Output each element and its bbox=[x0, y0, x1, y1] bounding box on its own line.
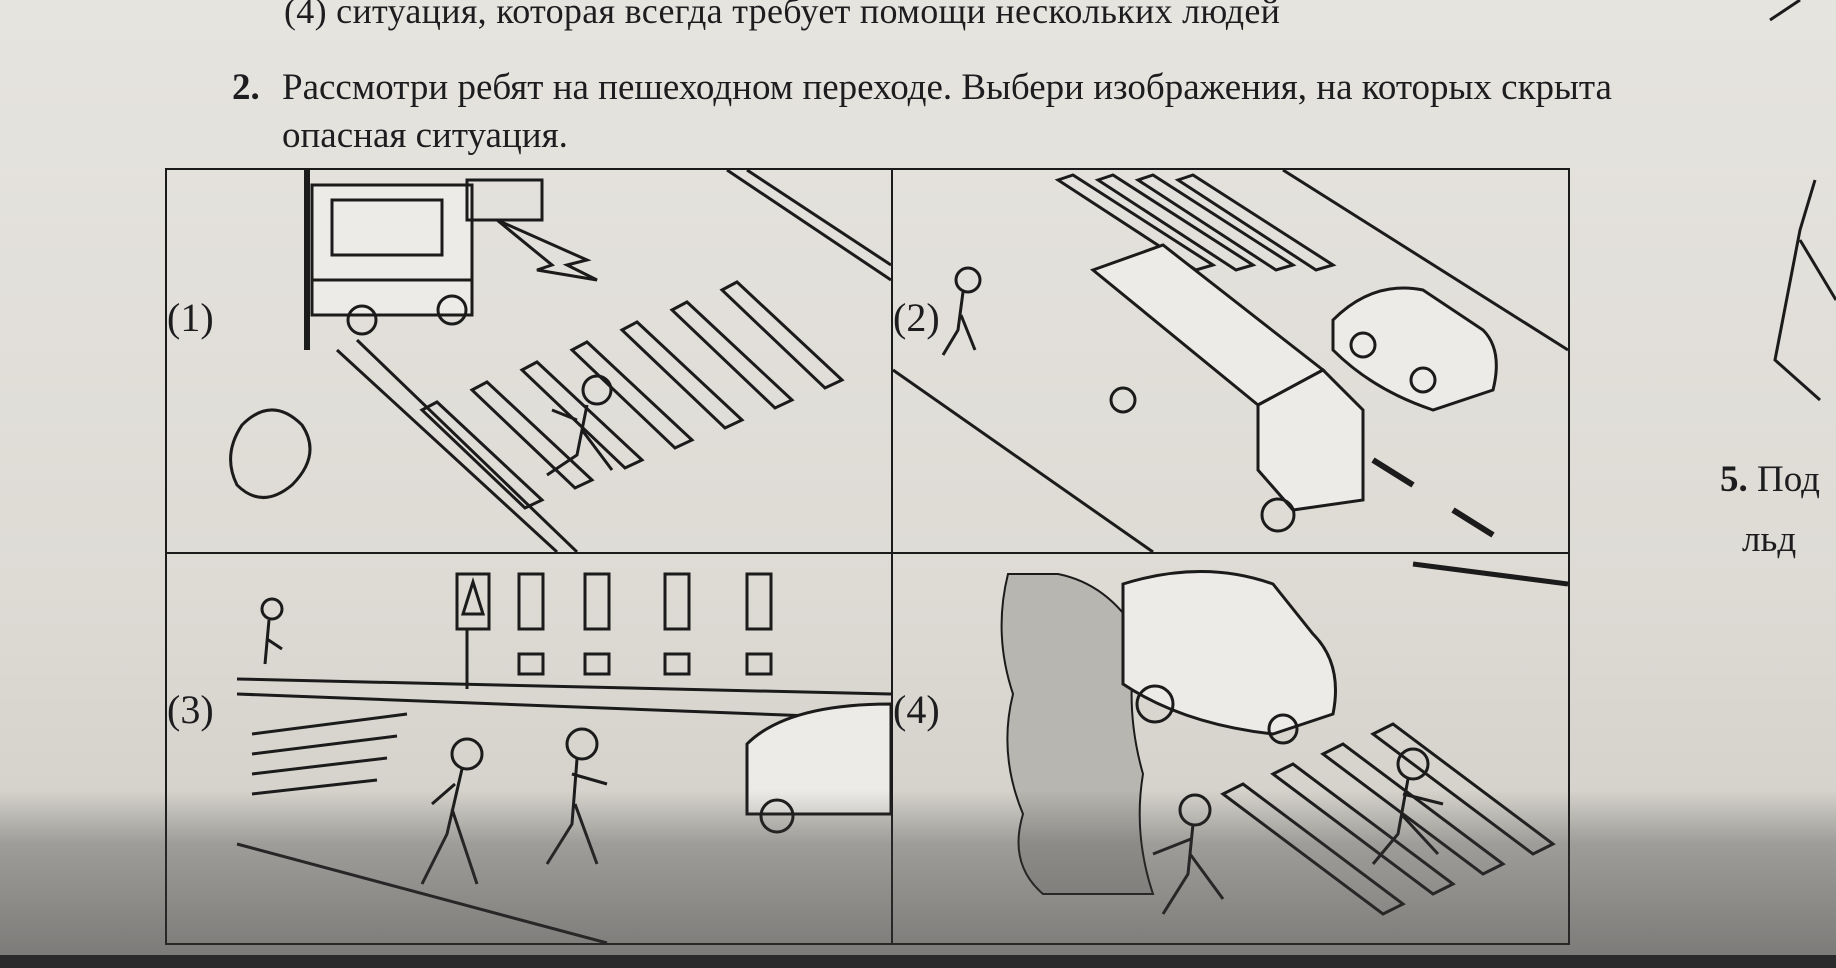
adjacent-page-drawing bbox=[1769, 0, 1836, 402]
truck-and-child-crossing-picture bbox=[229, 170, 891, 552]
previous-answer-option: (4) ситуация, которая всегда требует пом… bbox=[284, 0, 1281, 31]
panel-label: (1) bbox=[167, 295, 214, 340]
task-5-fragment: 5. Под льд bbox=[1720, 450, 1820, 570]
side-task-line1: Под bbox=[1757, 459, 1820, 500]
panel-1[interactable]: (1) bbox=[167, 170, 891, 552]
grid-divider-vertical bbox=[891, 168, 893, 945]
task-number: 2. bbox=[232, 67, 260, 108]
panel-label: (3) bbox=[167, 687, 214, 732]
truck-hiding-pedestrian-picture bbox=[893, 170, 1568, 552]
side-task-line2: льд bbox=[1742, 519, 1797, 560]
picture-grid-frame bbox=[165, 168, 1570, 945]
side-task-number: 5. bbox=[1720, 459, 1748, 500]
table-edge bbox=[0, 955, 1836, 968]
panel-2[interactable]: (2) bbox=[893, 170, 1568, 552]
panel-label: (2) bbox=[893, 295, 940, 340]
grid-divider-horizontal bbox=[165, 552, 1570, 554]
task-text: Рассмотри ребят на пешеходном переходе. … bbox=[282, 67, 1612, 156]
panel-label: (4) bbox=[893, 687, 940, 732]
